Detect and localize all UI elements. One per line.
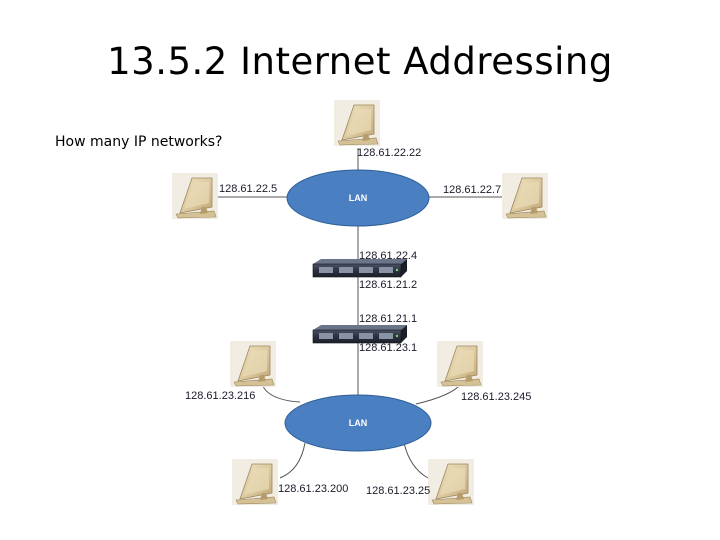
computer-icon bbox=[230, 341, 276, 387]
lan-bottom-label: LAN bbox=[349, 418, 368, 428]
ip-router1-lower: 128.61.21.2 bbox=[359, 279, 417, 291]
lan-top-label: LAN bbox=[349, 193, 368, 203]
computer-icon bbox=[502, 173, 548, 219]
ip-router2-lower: 128.61.23.1 bbox=[359, 342, 417, 354]
ip-host-bottom-lower-left: 128.61.23.200 bbox=[278, 483, 348, 495]
lan-top-ellipse bbox=[286, 169, 430, 227]
router-icon bbox=[312, 324, 408, 344]
ip-host-bottom-upper-right: 128.61.23.245 bbox=[461, 391, 531, 403]
ip-host-top: 128.61.22.22 bbox=[357, 147, 421, 159]
computer-icon bbox=[232, 459, 278, 505]
ip-host-top-right: 128.61.22.7 bbox=[443, 184, 501, 196]
computer-icon bbox=[437, 341, 483, 387]
ip-router1-upper: 128.61.22.4 bbox=[359, 250, 417, 262]
link-host-bottom-lower-right bbox=[403, 442, 429, 479]
computer-icon bbox=[334, 100, 380, 146]
ip-host-top-left: 128.61.22.5 bbox=[219, 183, 277, 195]
link-host-bottom-upper-right bbox=[415, 384, 461, 405]
ip-router2-upper: 128.61.21.1 bbox=[359, 313, 417, 325]
link-host-bottom-lower-left bbox=[279, 442, 306, 479]
lan-bottom: LAN bbox=[284, 394, 432, 452]
computer-icon bbox=[172, 173, 218, 219]
lan-top: LAN bbox=[286, 169, 430, 227]
ip-host-bottom-upper-left: 128.61.23.216 bbox=[185, 390, 255, 402]
slide-title: 13.5.2 Internet Addressing bbox=[107, 40, 613, 83]
ip-host-bottom-lower-right: 128.61.23.25 bbox=[366, 485, 430, 497]
question-text: How many IP networks? bbox=[55, 134, 223, 150]
computer-icon bbox=[428, 459, 474, 505]
lan-bottom-ellipse bbox=[284, 394, 432, 452]
